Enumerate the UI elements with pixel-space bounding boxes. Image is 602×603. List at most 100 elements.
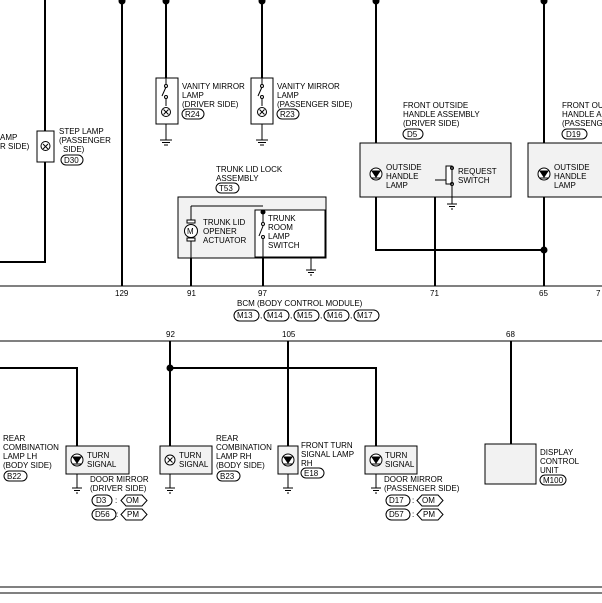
junction-dot: [166, 364, 174, 372]
handle-driver-lamp-1: OUTSIDE: [386, 163, 422, 172]
bcm-separator: ,: [350, 311, 352, 320]
bcm-connector-m15: M15: [297, 311, 313, 320]
request-switch-label-1: REQUEST: [458, 167, 497, 176]
handle-driver-label-3: (DRIVER SIDE): [403, 119, 460, 128]
connector-e18: E18: [304, 469, 319, 478]
connector-pill: [91, 508, 117, 521]
motor-letter: M: [187, 227, 194, 236]
rear-rh-label-1: REAR: [216, 434, 238, 443]
vanity-passenger-label-1: VANITY MIRROR: [277, 82, 340, 91]
rear-lh-label-2: COMBINATION: [3, 443, 59, 452]
step-lamp-passenger-label-2: (PASSENGER: [59, 136, 111, 145]
option-badge: [120, 494, 148, 507]
request-switch-label-2: SWITCH: [458, 176, 490, 185]
connector-pill: [539, 474, 567, 486]
svg-text::: :: [412, 496, 414, 505]
bcm-separator: ,: [290, 311, 292, 320]
bcm-connector-m14: M14: [267, 311, 283, 320]
connector-pill: [3, 470, 28, 482]
handle-passenger-lamp-2: HANDLE: [554, 172, 586, 181]
handle-driver-label-1: FRONT OUTSIDE: [403, 101, 468, 110]
option-badge: [120, 508, 148, 521]
front-handle-driver: FRONT OUTSIDE HANDLE ASSEMBLY (DRIVER SI…: [359, 101, 512, 210]
option-badge: [416, 494, 444, 507]
rear-lh-label-4: (BODY SIDE): [3, 461, 52, 470]
step-lamp-driver: AMP R SIDE): [0, 133, 30, 151]
connector-pill: [353, 309, 380, 322]
connector-r24: R24: [185, 110, 200, 119]
connector-t53: T53: [219, 184, 233, 193]
junction-dot: [258, 0, 266, 5]
trunk-switch-label-1: TRUNK: [268, 214, 296, 223]
connector-r23: R23: [280, 110, 295, 119]
connector-pill: [561, 128, 588, 140]
switch-icon: [257, 86, 263, 97]
connector-pill: [300, 467, 325, 479]
connector-pill: [60, 154, 84, 166]
mirror-passenger-lamp-1: TURN: [385, 451, 407, 460]
rear-rh-lamp-1: TURN: [179, 451, 201, 460]
bottom-wires: [0, 341, 512, 446]
svg-text::: :: [412, 510, 414, 519]
handle-driver-lamp-3: LAMP: [386, 181, 408, 190]
connector-pill: [323, 309, 350, 322]
rear-lh-lamp-1: TURN: [87, 451, 109, 460]
door-mirror-passenger: TURN SIGNAL DOOR MIRROR (PASSENGER SIDE)…: [364, 445, 460, 521]
handle-passenger-label-2: HANDLE A: [562, 110, 602, 119]
bcm-connector-m17: M17: [357, 311, 373, 320]
mirror-passenger-label-2: (PASSENGER SIDE): [384, 484, 460, 493]
connector-pill: [233, 309, 260, 322]
handle-passenger-label-3: (PASSENG: [562, 119, 602, 128]
junction-dot: [540, 246, 548, 254]
bcm-separator: ,: [260, 311, 262, 320]
trunk-switch-label-3: LAMP: [268, 232, 290, 241]
connector-pill: [91, 494, 113, 507]
vanity-mirror-passenger: VANITY MIRROR LAMP (PASSENGER SIDE) R23: [250, 77, 353, 146]
vanity-driver-label-1: VANITY MIRROR: [182, 82, 245, 91]
display-label-1: DISPLAY: [540, 448, 574, 457]
display-box: [484, 443, 537, 485]
rear-rh-label-3: LAMP RH: [216, 452, 252, 461]
pin-7: 7: [596, 289, 601, 298]
connector-pill: [263, 309, 290, 322]
connector-m100: M100: [543, 476, 564, 485]
pin-65: 65: [539, 289, 548, 298]
display-label-3: UNIT: [540, 466, 559, 475]
pin-68: 68: [506, 330, 515, 339]
connector-b23: B23: [220, 472, 235, 481]
rear-combination-lamp-lh: REAR COMBINATION LAMP LH (BODY SIDE) B22…: [3, 434, 130, 494]
connector-d19: D19: [566, 130, 581, 139]
vanity-passenger-label-3: (PASSENGER SIDE): [277, 100, 353, 109]
wire-turn-lh: [0, 367, 78, 446]
rear-lh-label-3: LAMP LH: [3, 452, 37, 461]
rear-lh-label-1: REAR: [3, 434, 25, 443]
bcm-separator: ,: [320, 311, 322, 320]
handle-passenger-lamp-1: OUTSIDE: [554, 163, 590, 172]
front-turn-label-1: FRONT TURN: [301, 441, 353, 450]
trunk-lid-label-1: TRUNK LID LOCK: [216, 165, 283, 174]
pin-71: 71: [430, 289, 439, 298]
rear-rh-label-4: (BODY SIDE): [216, 461, 265, 470]
bulb-icon: [257, 107, 267, 117]
junction-dot: [162, 0, 170, 5]
step-lamp-passenger: STEP LAMP (PASSENGER SIDE) D30: [36, 127, 111, 166]
pin-92: 92: [166, 330, 175, 339]
connector-pill: [385, 508, 411, 521]
connector-d5: D5: [407, 130, 418, 139]
display-control-unit: DISPLAY CONTROL UNIT M100: [484, 443, 580, 486]
vanity-mirror-driver: VANITY MIRROR LAMP (DRIVER SIDE) R24: [155, 77, 245, 146]
junction-dot: [540, 0, 548, 5]
option-pm-driver: PM: [127, 510, 139, 519]
pin-91: 91: [187, 289, 196, 298]
front-handle-passenger: FRONT OUT HANDLE A (PASSENG D19 OUTSIDE …: [527, 101, 602, 198]
handle-passenger-lamp-3: LAMP: [554, 181, 576, 190]
trunk-lid-lock-assembly: TRUNK LID LOCK ASSEMBLY T53 M TRUNK LID …: [177, 165, 327, 276]
rear-combination-lamp-rh: TURN SIGNAL REAR COMBINATION LAMP RH (BO…: [159, 434, 272, 494]
step-lamp-passenger-label-1: STEP LAMP: [59, 127, 104, 136]
connector-d57: D57: [389, 510, 404, 519]
connector-d3: D3: [96, 496, 107, 505]
actuator-label-1: TRUNK LID: [203, 218, 245, 227]
front-turn-label-2: SIGNAL LAMP: [301, 450, 354, 459]
trunk-switch-box: [254, 209, 326, 258]
